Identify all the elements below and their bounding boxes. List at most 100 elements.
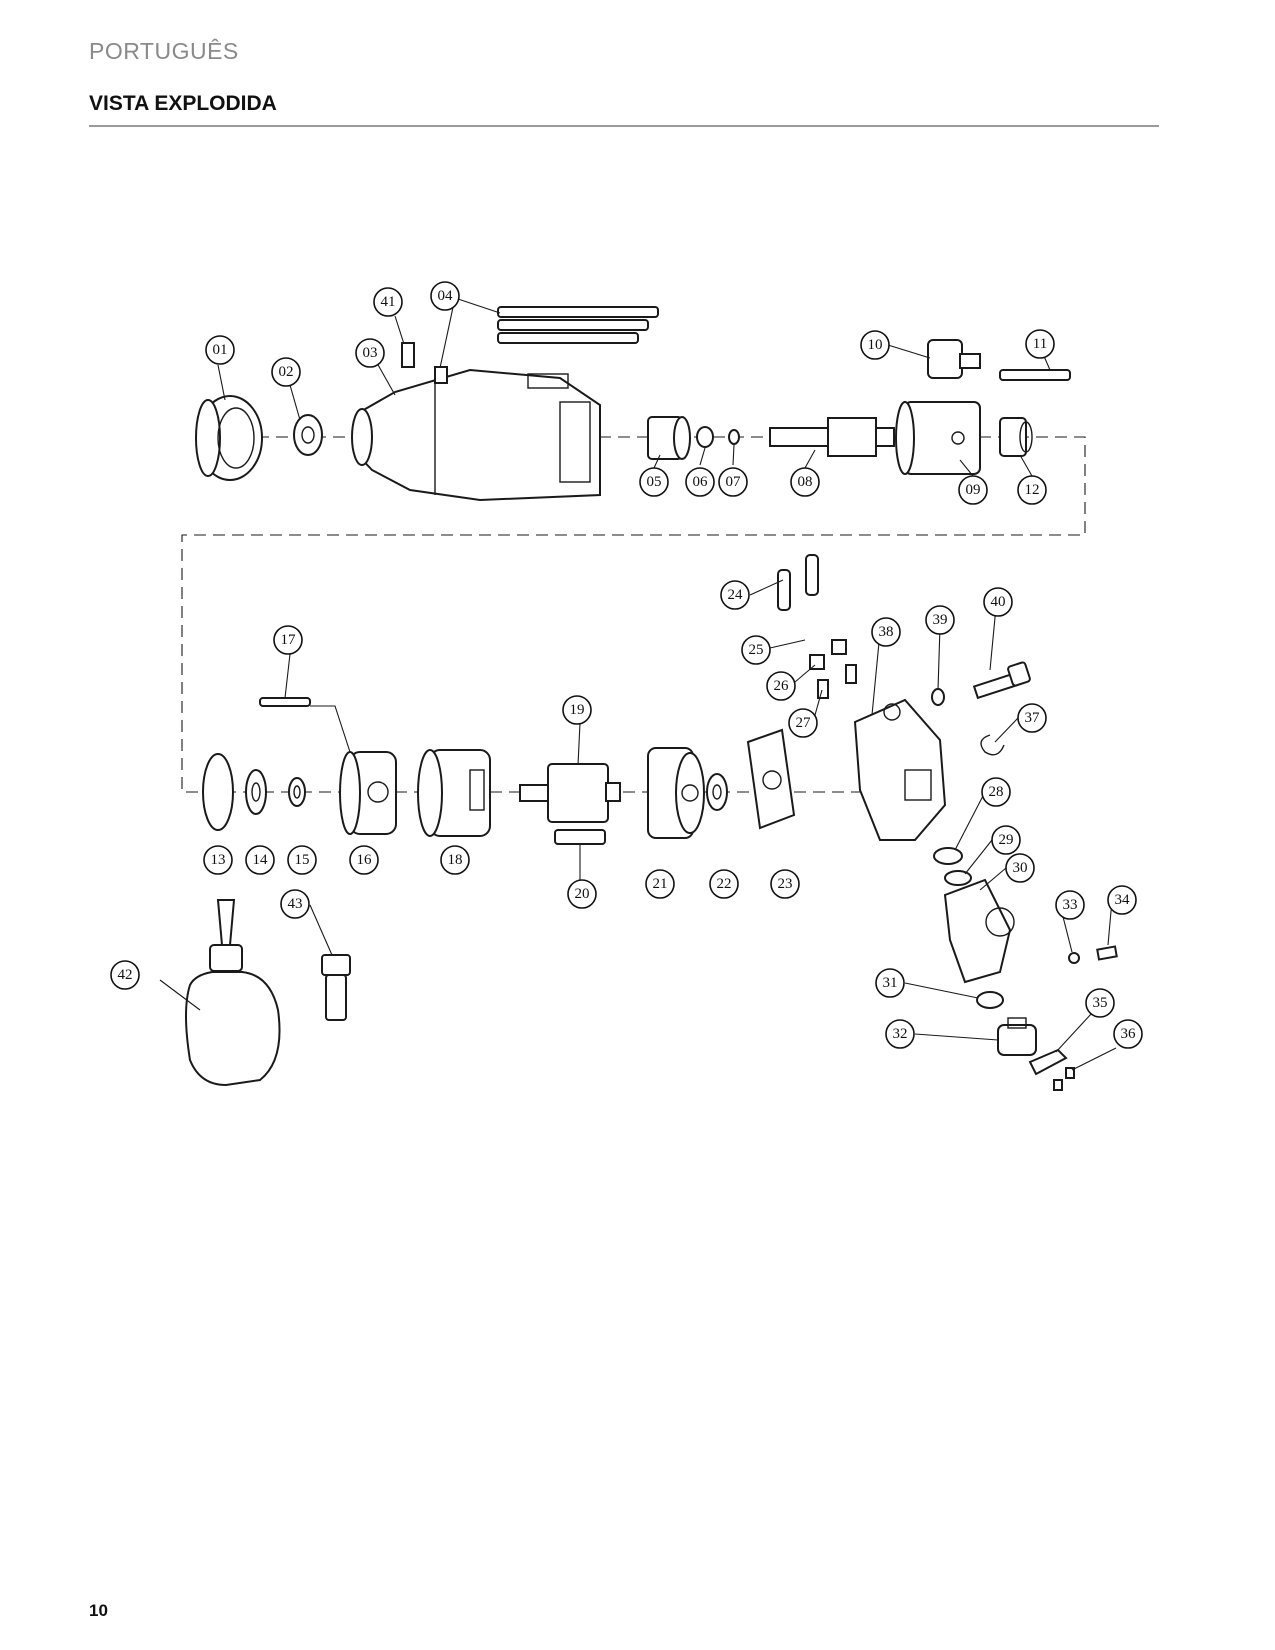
part-10-valve bbox=[927, 339, 981, 379]
svg-text:39: 39 bbox=[933, 612, 948, 628]
callout-18: 18 bbox=[440, 845, 470, 875]
callout-02: 02 bbox=[271, 357, 301, 387]
callout-41: 41 bbox=[373, 287, 403, 317]
svg-text:38: 38 bbox=[879, 624, 894, 640]
callout-31: 31 bbox=[875, 968, 905, 998]
svg-text:07: 07 bbox=[726, 474, 742, 490]
part-06-clip bbox=[696, 426, 714, 448]
callout-16: 16 bbox=[349, 845, 379, 875]
callout-06: 06 bbox=[685, 467, 715, 497]
svg-text:17: 17 bbox=[281, 632, 297, 648]
callout-30: 30 bbox=[1005, 853, 1035, 883]
callout-14: 14 bbox=[245, 845, 275, 875]
part-36-screws bbox=[1053, 1067, 1075, 1091]
part-11-pin bbox=[999, 369, 1071, 381]
callout-07: 07 bbox=[718, 467, 748, 497]
svg-text:11: 11 bbox=[1033, 336, 1047, 352]
svg-text:35: 35 bbox=[1093, 995, 1108, 1011]
callout-03: 03 bbox=[355, 338, 385, 368]
leader-lines bbox=[159, 297, 1117, 1071]
svg-text:16: 16 bbox=[357, 852, 373, 868]
callout-38: 38 bbox=[871, 617, 901, 647]
part-30-valve-body bbox=[943, 878, 1015, 984]
callout-35: 35 bbox=[1085, 988, 1115, 1018]
callout-27: 27 bbox=[788, 708, 818, 738]
callout-04: 04 bbox=[430, 281, 460, 311]
callout-24: 24 bbox=[720, 580, 750, 610]
callout-20: 20 bbox=[567, 879, 597, 909]
part-08-shaft bbox=[769, 417, 895, 457]
part-20-vane bbox=[554, 829, 606, 845]
svg-text:19: 19 bbox=[570, 702, 585, 718]
callout-23: 23 bbox=[770, 869, 800, 899]
part-02-washer bbox=[293, 414, 323, 456]
svg-text:30: 30 bbox=[1013, 860, 1028, 876]
callout-28: 28 bbox=[981, 777, 1011, 807]
svg-text:40: 40 bbox=[991, 594, 1006, 610]
svg-text:22: 22 bbox=[717, 876, 732, 892]
svg-text:14: 14 bbox=[253, 852, 269, 868]
svg-text:31: 31 bbox=[883, 975, 898, 991]
part-09-cylinder bbox=[895, 401, 981, 475]
part-23-gasket bbox=[746, 728, 796, 830]
svg-text:27: 27 bbox=[796, 715, 812, 731]
part-37-clip bbox=[980, 734, 1005, 756]
part-19-rotor bbox=[519, 763, 621, 823]
callout-10: 10 bbox=[860, 330, 890, 360]
svg-text:09: 09 bbox=[966, 482, 981, 498]
callout-37: 37 bbox=[1017, 703, 1047, 733]
svg-text:24: 24 bbox=[728, 587, 744, 603]
part-17-pin bbox=[259, 697, 311, 707]
svg-text:02: 02 bbox=[279, 364, 294, 380]
svg-text:21: 21 bbox=[653, 876, 668, 892]
part-22-washer bbox=[706, 773, 728, 811]
callout-01: 01 bbox=[205, 335, 235, 365]
callout-34: 34 bbox=[1107, 885, 1137, 915]
part-40-bolt bbox=[972, 661, 1031, 700]
part-15-washer bbox=[288, 777, 306, 807]
svg-text:29: 29 bbox=[999, 832, 1014, 848]
callout-05: 05 bbox=[639, 467, 669, 497]
page-number: 10 bbox=[89, 1601, 108, 1620]
callout-11: 11 bbox=[1025, 329, 1055, 359]
part-13-oring bbox=[202, 753, 234, 831]
svg-text:06: 06 bbox=[693, 474, 709, 490]
callout-08: 08 bbox=[790, 467, 820, 497]
callout-09: 09 bbox=[958, 475, 988, 505]
callout-40: 40 bbox=[983, 587, 1013, 617]
svg-text:10: 10 bbox=[868, 337, 883, 353]
svg-text:13: 13 bbox=[211, 852, 226, 868]
part-07-oring bbox=[728, 429, 740, 445]
part-24-pins bbox=[777, 554, 819, 611]
svg-text:20: 20 bbox=[575, 886, 590, 902]
svg-text:25: 25 bbox=[749, 642, 764, 658]
callout-22: 22 bbox=[709, 869, 739, 899]
svg-text:32: 32 bbox=[893, 1026, 908, 1042]
svg-text:03: 03 bbox=[363, 345, 378, 361]
svg-text:41: 41 bbox=[381, 294, 396, 310]
callout-15: 15 bbox=[287, 845, 317, 875]
svg-text:15: 15 bbox=[295, 852, 310, 868]
callout-29: 29 bbox=[991, 825, 1021, 855]
part-38-handle-body bbox=[853, 698, 947, 841]
callout-19: 19 bbox=[562, 695, 592, 725]
svg-text:05: 05 bbox=[647, 474, 662, 490]
part-42-oil-bottle bbox=[185, 899, 281, 1087]
callout-36: 36 bbox=[1113, 1019, 1143, 1049]
svg-text:12: 12 bbox=[1025, 482, 1040, 498]
part-12-gear bbox=[999, 417, 1033, 457]
svg-text:08: 08 bbox=[798, 474, 813, 490]
part-43-fitting bbox=[321, 954, 351, 1021]
part-28-29-orings bbox=[933, 847, 972, 886]
part-01-ring bbox=[195, 395, 263, 481]
svg-text:04: 04 bbox=[438, 288, 454, 304]
callout-12: 12 bbox=[1017, 475, 1047, 505]
part-31-oring bbox=[976, 991, 1004, 1009]
part-35-lever bbox=[1028, 1048, 1068, 1076]
callout-43: 43 bbox=[280, 889, 310, 919]
part-03-housing bbox=[351, 368, 601, 502]
svg-text:42: 42 bbox=[118, 967, 133, 983]
part-04-pins bbox=[434, 306, 659, 384]
callout-26: 26 bbox=[766, 671, 796, 701]
